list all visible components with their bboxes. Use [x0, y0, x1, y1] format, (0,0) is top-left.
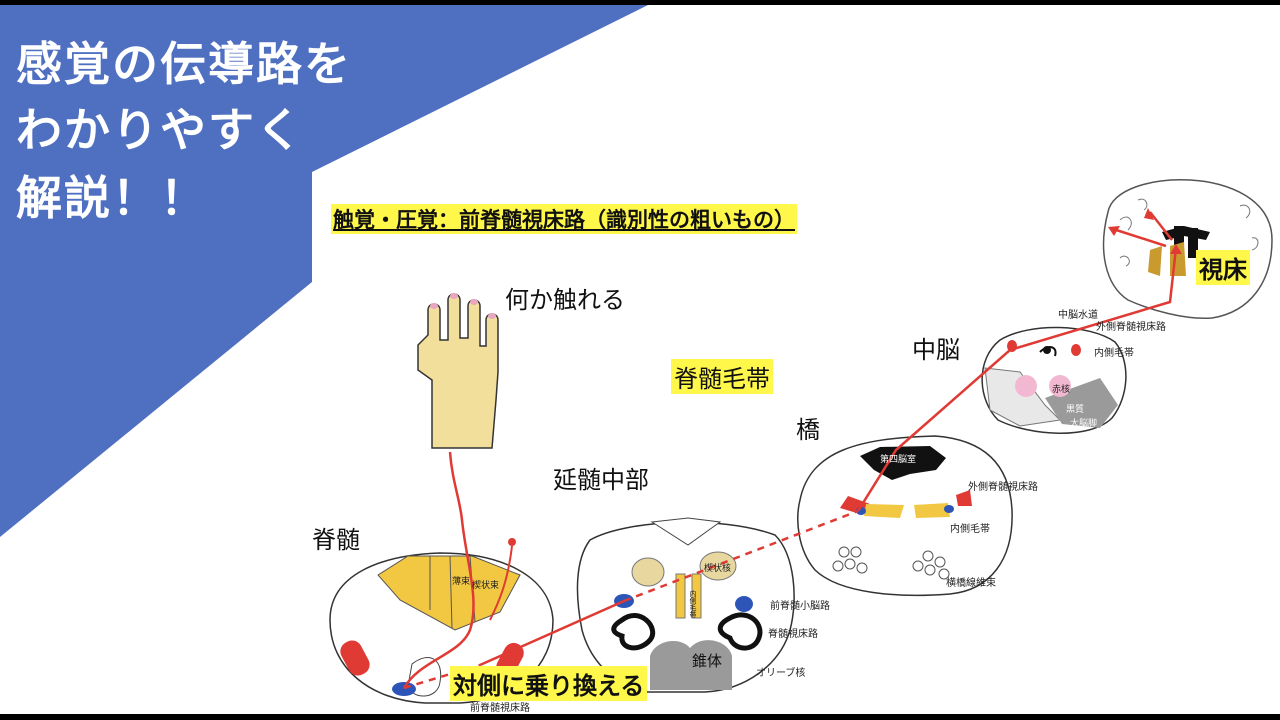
label-nucleus: 楔状核 — [704, 564, 732, 574]
slide-heading: 触覚・圧覚：前脊髄視床路（識別性の粗いもの） — [331, 204, 797, 234]
label-ant-spinocerebellar: 前脊髄小脳路 — [770, 601, 830, 612]
spinal-cord-section — [329, 552, 554, 704]
label-midbrain: 中脳 — [912, 336, 960, 364]
pathway-arrowheads — [1108, 208, 1182, 254]
title-line-3: 解説！！ — [16, 171, 208, 225]
midbrain-section — [981, 326, 1127, 434]
label-pontine-fibers: 横橋線維束 — [946, 578, 996, 589]
label-olive: オリーブ核 — [756, 668, 806, 679]
label-cerebral-peduncle: 大脳脚 — [1070, 419, 1098, 429]
label-fourth-ventricle: 第四脳室 — [880, 455, 917, 465]
label-midbrain-lat-spinothalamic: 外側脊髄視床路 — [1096, 322, 1166, 333]
label-gracile: 薄束 — [452, 577, 471, 587]
label-pons-lat-spinothalamic: 外側脊髄視床路 — [968, 482, 1038, 493]
label-medulla-medial-lemniscus: 内側毛帯 — [689, 590, 697, 618]
label-pons-medial-lemniscus: 内側毛帯 — [950, 524, 990, 535]
medulla-section — [576, 517, 795, 693]
label-cuneate: 楔状束 — [472, 581, 500, 591]
label-spinothalamic: 脊髄視床路 — [768, 629, 818, 640]
label-touch: 何か触れる — [505, 286, 625, 314]
fingernails — [430, 293, 496, 319]
label-red-nucleus: 赤核 — [1052, 385, 1071, 395]
title-banner — [0, 5, 648, 537]
label-spinal-lemniscus: 脊髄毛帯 — [671, 359, 773, 394]
label-anterior-spinothalamic: 前脊髄視床路 — [470, 703, 530, 714]
label-pyramid: 錐体 — [692, 652, 723, 670]
label-substantia-nigra: 黒質 — [1066, 405, 1085, 415]
title-line-2: わかりやすく — [16, 103, 304, 157]
label-pons: 橋 — [796, 416, 820, 444]
label-midbrain-medial-lemniscus: 内側毛帯 — [1094, 348, 1134, 359]
label-aqueduct: 中脳水道 — [1058, 310, 1098, 321]
label-crossover: 対側に乗り換える — [450, 666, 648, 701]
label-spinal-cord: 脊髄 — [312, 526, 360, 554]
label-mid-medulla: 延髄中部 — [553, 466, 649, 494]
receptor-dot — [508, 538, 516, 546]
title-line-1: 感覚の伝導路を — [16, 37, 352, 91]
label-thalamus: 視床 — [1196, 250, 1250, 285]
ascending-branch — [489, 545, 513, 621]
